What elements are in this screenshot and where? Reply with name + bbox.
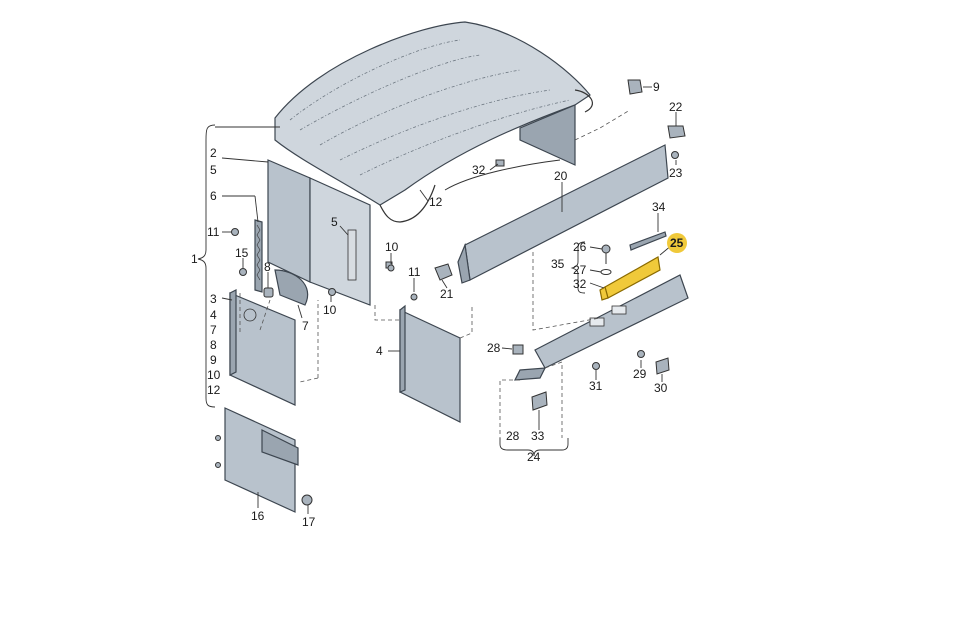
label-8: 8 (264, 260, 271, 274)
label-23: 23 (669, 166, 683, 180)
label-12: 12 (207, 383, 221, 397)
label-21: 21 (440, 287, 454, 301)
label-16: 16 (251, 509, 265, 523)
assembly-dashed-lines (239, 109, 631, 438)
label-6: 6 (210, 189, 217, 203)
label-35: 35 (551, 257, 565, 271)
label-5: 5 (331, 215, 338, 229)
highlight-marker-25 (667, 233, 687, 253)
label-5: 5 (210, 163, 217, 177)
bolt-26-washer-27 (600, 244, 612, 275)
side-panel-2 (267, 159, 393, 306)
label-11: 11 (408, 265, 421, 279)
label-29: 29 (633, 367, 647, 381)
label-20: 20 (554, 169, 568, 183)
label-32: 32 (472, 163, 486, 177)
side-panel-3 (229, 289, 296, 406)
label-12: 12 (429, 195, 443, 209)
label-9: 9 (653, 80, 660, 94)
label-32: 32 (573, 277, 587, 291)
label-26: 26 (573, 240, 587, 254)
label-25: 25 (670, 236, 684, 250)
trim-strip-6 (254, 219, 263, 293)
label-8: 8 (210, 338, 217, 352)
label-27: 27 (573, 263, 587, 277)
label-4: 4 (210, 308, 217, 322)
fasteners-left (231, 228, 418, 301)
label-11: 11 (207, 225, 220, 239)
headliner-roof (274, 21, 593, 223)
label-10: 10 (207, 368, 221, 382)
label-3: 3 (210, 292, 217, 306)
label-7: 7 (210, 323, 217, 337)
lower-trim-24 (513, 274, 689, 381)
side-panel-4 (399, 304, 461, 423)
label-34: 34 (652, 200, 666, 214)
label-2: 2 (210, 146, 217, 160)
label-30: 30 (654, 381, 668, 395)
side-panel-16 (215, 407, 313, 513)
label-4: 4 (376, 344, 383, 358)
label-10: 10 (385, 240, 399, 254)
strip-34 (629, 231, 667, 251)
label-22: 22 (669, 100, 683, 114)
leader-lines (215, 86, 677, 514)
label-10: 10 (323, 303, 337, 317)
group-brackets (197, 124, 586, 457)
label-17: 17 (302, 515, 316, 529)
label-7: 7 (302, 319, 309, 333)
small-parts-right (434, 79, 686, 281)
label-9: 9 (210, 353, 217, 367)
label-33: 33 (531, 429, 545, 443)
label-24: 24 (527, 450, 541, 464)
label-1: 1 (191, 252, 198, 266)
label-31: 31 (589, 379, 603, 393)
trim-panel-20 (457, 144, 669, 284)
cover-7 (274, 269, 309, 306)
part-number-labels: 1 2 5 6 11 15 8 3 4 7 8 9 10 12 7 5 10 1… (191, 80, 687, 529)
label-28: 28 (487, 341, 501, 355)
label-15: 15 (235, 246, 249, 260)
small-parts-lower (512, 344, 670, 411)
label-28: 28 (506, 429, 520, 443)
